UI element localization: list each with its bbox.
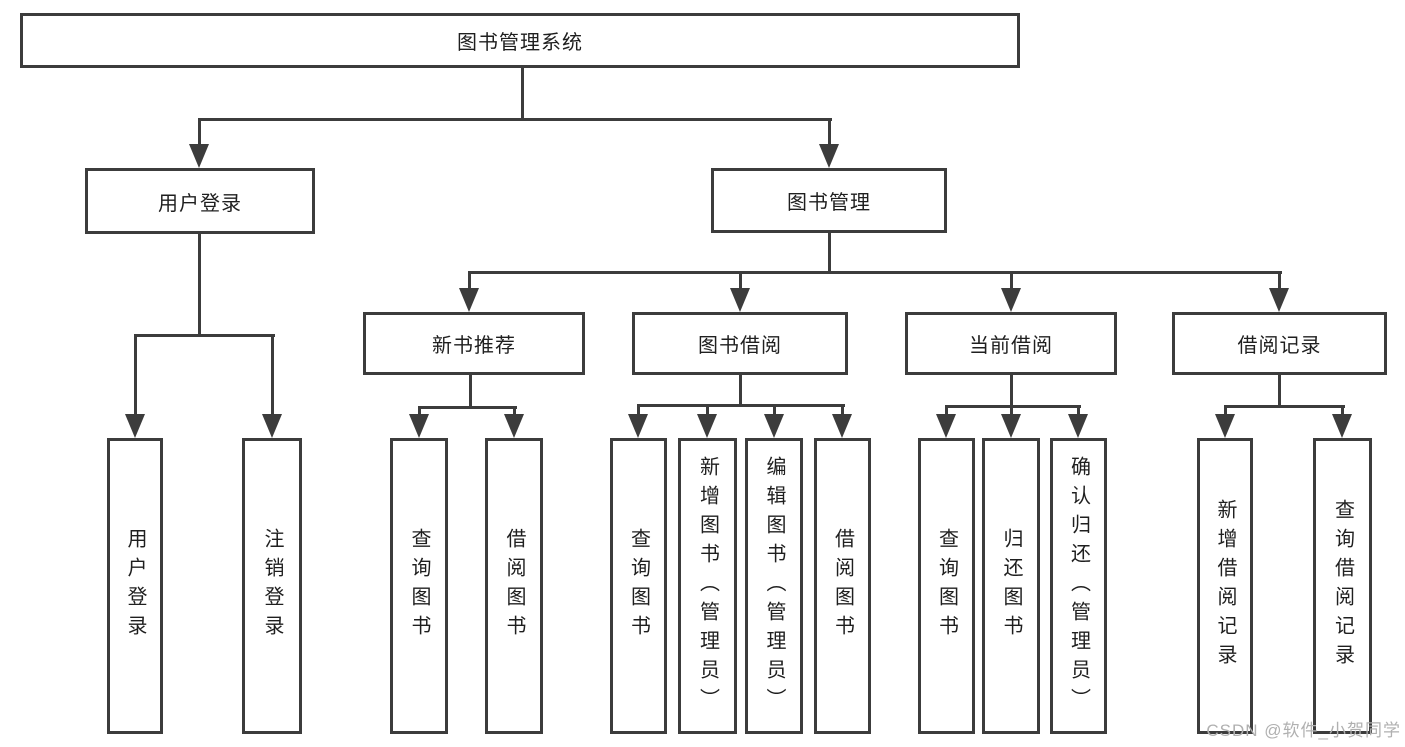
arrow-down-icon (1001, 406, 1021, 438)
arrow-down-icon (832, 405, 852, 438)
connector-line (469, 374, 472, 409)
leaf-return-books: 归还图书 (982, 438, 1040, 734)
leaf-search-books-current: 查询图书 (918, 438, 975, 734)
connector-line (1224, 405, 1345, 408)
connector-line (134, 334, 275, 337)
connector-line (739, 374, 742, 407)
arrow-down-icon (409, 407, 429, 438)
arrow-down-icon (819, 119, 839, 168)
arrow-down-icon (1332, 406, 1352, 438)
node-book-borrowing: 图书借阅 (632, 312, 848, 375)
connector-line (198, 233, 201, 337)
arrow-down-icon (1068, 406, 1088, 438)
arrow-down-icon (628, 405, 648, 438)
connector-line (1010, 374, 1013, 408)
connector-line (418, 406, 517, 409)
csdn-watermark: CSDN @软件_小贺同学 (1206, 721, 1401, 740)
arrow-down-icon (730, 272, 750, 312)
arrow-down-icon (262, 335, 282, 438)
connector-line (637, 404, 845, 407)
leaf-search-books-recommend: 查询图书 (390, 438, 448, 734)
leaf-add-borrow-record: 新增借阅记录 (1197, 438, 1253, 734)
arrow-down-icon (764, 405, 784, 438)
leaf-logout: 注销登录 (242, 438, 302, 734)
node-library-system: 图书管理系统 (20, 13, 1020, 68)
arrow-down-icon (936, 406, 956, 438)
arrow-down-icon (697, 405, 717, 438)
connector-line (468, 271, 1282, 274)
connector-line (521, 67, 524, 120)
arrow-down-icon (1215, 406, 1235, 438)
leaf-search-borrow-record: 查询借阅记录 (1313, 438, 1372, 734)
node-borrow-records: 借阅记录 (1172, 312, 1387, 375)
node-new-book-recommend: 新书推荐 (363, 312, 585, 375)
arrow-down-icon (459, 272, 479, 312)
arrow-down-icon (189, 119, 209, 168)
leaf-search-books-borrowing: 查询图书 (610, 438, 667, 734)
connector-line (828, 232, 831, 274)
arrow-down-icon (1269, 272, 1289, 312)
connector-line (945, 405, 1081, 408)
arrow-down-icon (504, 407, 524, 438)
node-current-borrowing: 当前借阅 (905, 312, 1117, 375)
node-user-login: 用户登录 (85, 168, 315, 234)
leaf-confirm-return-admin: 确认归还（管理员） (1050, 438, 1107, 734)
leaf-user-login: 用户登录 (107, 438, 163, 734)
connector-line (198, 118, 832, 121)
leaf-borrow-books-recommend: 借阅图书 (485, 438, 543, 734)
leaf-borrow-books: 借阅图书 (814, 438, 871, 734)
node-book-management: 图书管理 (711, 168, 947, 233)
connector-line (1278, 374, 1281, 408)
leaf-edit-books-admin: 编辑图书（管理员） (745, 438, 803, 734)
arrow-down-icon (125, 335, 145, 438)
leaf-add-books-admin: 新增图书（管理员） (678, 438, 737, 734)
arrow-down-icon (1001, 272, 1021, 312)
